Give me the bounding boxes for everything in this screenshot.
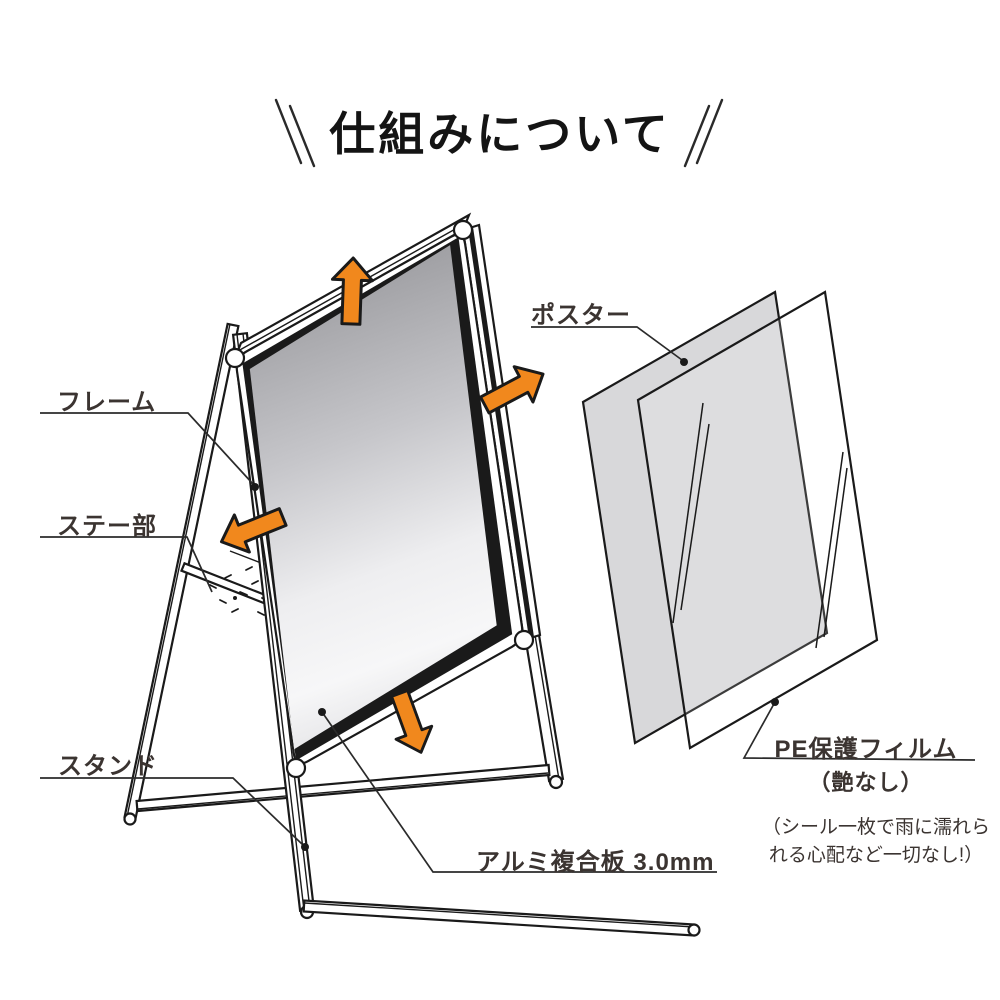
film-shine-lines: [672, 402, 848, 649]
label-pe-film-sub: （艶なし）: [808, 770, 924, 795]
label-pe-film: PE保護フィルム: [774, 736, 958, 763]
aluminum-panel: [249, 245, 497, 750]
label-stand: スタンド: [58, 753, 158, 780]
title-slashes: [274, 98, 724, 168]
label-poster: ポスター: [531, 302, 631, 329]
poster-sheets: [581, 290, 879, 750]
leader-lines: [40, 326, 976, 873]
label-frame: フレーム: [57, 389, 157, 416]
front-rail: [302, 899, 696, 937]
pe-film-note-line1: （シール一枚で雨に濡れら: [761, 817, 990, 838]
page-title: 仕組みについて: [329, 108, 671, 160]
pe-film-note-line2: れる心配など一切なし!）: [768, 845, 984, 866]
leader-dot: [318, 708, 326, 716]
label-stay: ステー部: [57, 513, 157, 540]
leader-dot: [251, 483, 259, 491]
leader-dot: [771, 698, 779, 706]
pe-film-note: （シール一枚で雨に濡れら れる心配など一切なし!）: [751, 814, 1000, 870]
poster-sheet: [581, 290, 829, 745]
a-frame-stand: [123, 212, 701, 937]
leader-dot: [680, 358, 688, 366]
label-aluminum: アルミ複合板 3.0mm: [476, 849, 715, 876]
leader-dot: [301, 843, 309, 851]
